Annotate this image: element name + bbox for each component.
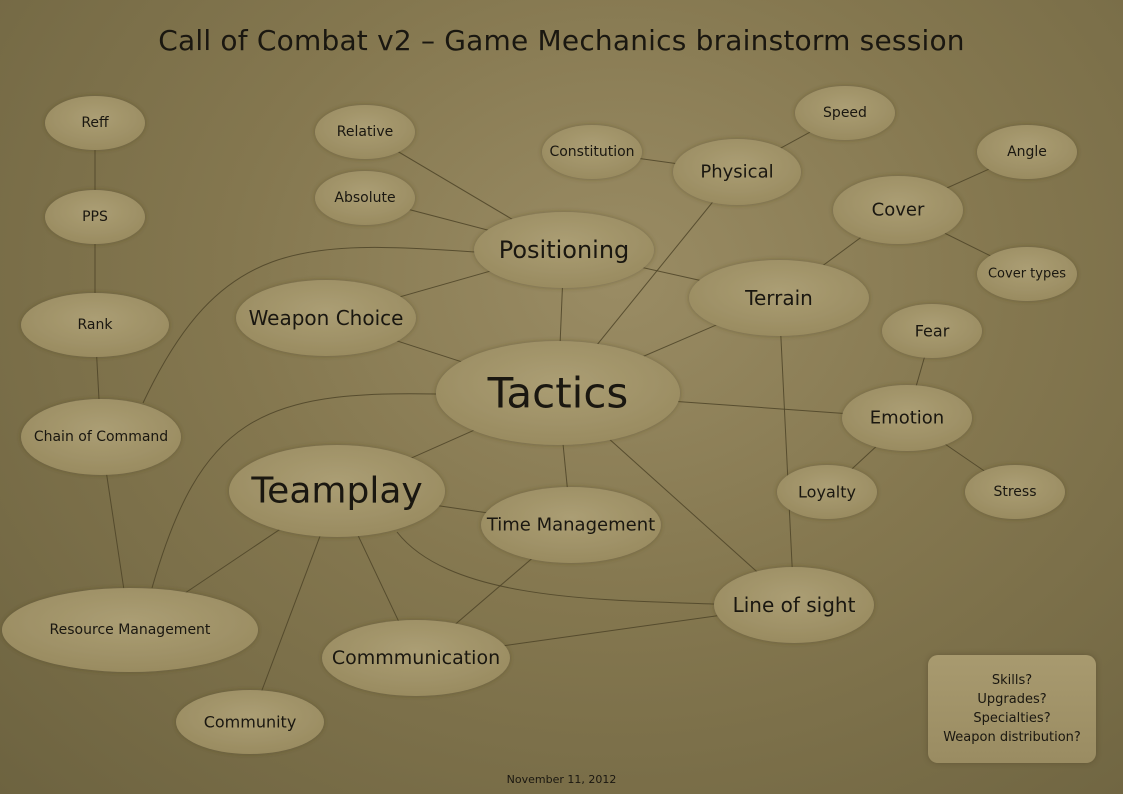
node-bubble [229,445,445,537]
node-positioning: Positioning [474,212,654,288]
note-line: Specialties? [973,711,1051,726]
node-label: Constitution [549,144,634,160]
node-label: Teamplay [250,471,422,512]
node-label: Line of sight [733,593,856,617]
node-label: Stress [993,484,1036,500]
node-label: Absolute [334,190,395,206]
node-angle: Angle [977,125,1077,179]
node-bubble [965,465,1065,519]
node-bubble [481,487,661,563]
node-absolute: Absolute [315,171,415,225]
node-bubble [795,86,895,140]
node-label: Commmunication [332,647,500,669]
node-stress: Stress [965,465,1065,519]
node-communication: Commmunication [322,620,510,696]
node-bubble [977,247,1077,301]
node-bubble [714,567,874,643]
node-bubble [45,96,145,150]
node-bubble [236,280,416,356]
note-line: Skills? [991,673,1033,688]
edge-terrain-line-of-sight [778,297,795,606]
node-label: Physical [700,162,773,183]
node-terrain: Terrain [689,260,869,336]
session-date: November 11, 2012 [506,773,617,786]
node-label: Speed [823,105,867,121]
node-bubble [689,260,869,336]
node-bubble [315,171,415,225]
node-label: Cover types [988,267,1066,282]
page-title: Call of Combat v2 – Game Mechanics brain… [158,24,965,57]
node-bubble [542,125,642,179]
note-line: Weapon distribution? [943,730,1081,745]
node-label: Emotion [870,408,944,429]
node-speed: Speed [795,86,895,140]
node-bubble [833,176,963,244]
node-label: Resource Management [50,622,211,638]
edge-tactics-resource-management [151,393,437,589]
node-bubble [45,190,145,244]
node-label: Time Management [486,515,655,536]
node-bubble [21,399,181,475]
node-reff: Reff [45,96,145,150]
node-label: Angle [1007,144,1047,160]
node-bubble [842,385,972,451]
node-label: Fear [915,322,950,341]
edge-positioning-chain-of-command [142,246,476,404]
node-label: PPS [82,209,108,225]
edge-teamplay-line-of-sight [396,531,715,605]
node-label: Loyalty [798,483,856,502]
node-emotion: Emotion [842,385,972,451]
node-label: Community [204,713,297,732]
node-physical: Physical [673,139,801,205]
node-label: Tactics [487,369,629,418]
node-constitution: Constitution [542,125,642,179]
node-bubble [436,341,680,445]
node-rank: Rank [21,293,169,357]
node-pps: PPS [45,190,145,244]
node-cover: Cover [833,176,963,244]
node-loyalty: Loyalty [777,465,877,519]
node-bubble [322,620,510,696]
node-line-of-sight: Line of sight [714,567,874,643]
node-bubble [673,139,801,205]
open-questions-note: Skills? Upgrades? Specialties? Weapon di… [928,655,1096,763]
node-cover-types: Cover types [977,247,1077,301]
node-community: Community [176,690,324,754]
node-resource-management: Resource Management [2,588,258,672]
note-line: Upgrades? [977,692,1047,707]
node-label: Cover [872,200,925,221]
node-label: Relative [337,124,393,140]
node-tactics: Tactics [436,341,680,445]
node-chain-of-command: Chain of Command [21,399,181,475]
node-label: Rank [78,317,114,333]
node-time-management: Time Management [481,487,661,563]
node-fear: Fear [882,304,982,358]
node-bubble [21,293,169,357]
node-bubble [176,690,324,754]
node-relative: Relative [315,105,415,159]
node-bubble [777,465,877,519]
node-label: Reff [81,115,109,131]
node-weapon-choice: Weapon Choice [236,280,416,356]
node-bubble [474,212,654,288]
node-bubble [977,125,1077,179]
node-label: Weapon Choice [249,306,404,330]
node-bubble [315,105,415,159]
node-label: Terrain [744,286,813,310]
node-bubble [882,304,982,358]
node-bubble [2,588,258,672]
node-label: Chain of Command [34,429,168,445]
node-label: Positioning [499,236,630,264]
node-teamplay: Teamplay [229,445,445,537]
